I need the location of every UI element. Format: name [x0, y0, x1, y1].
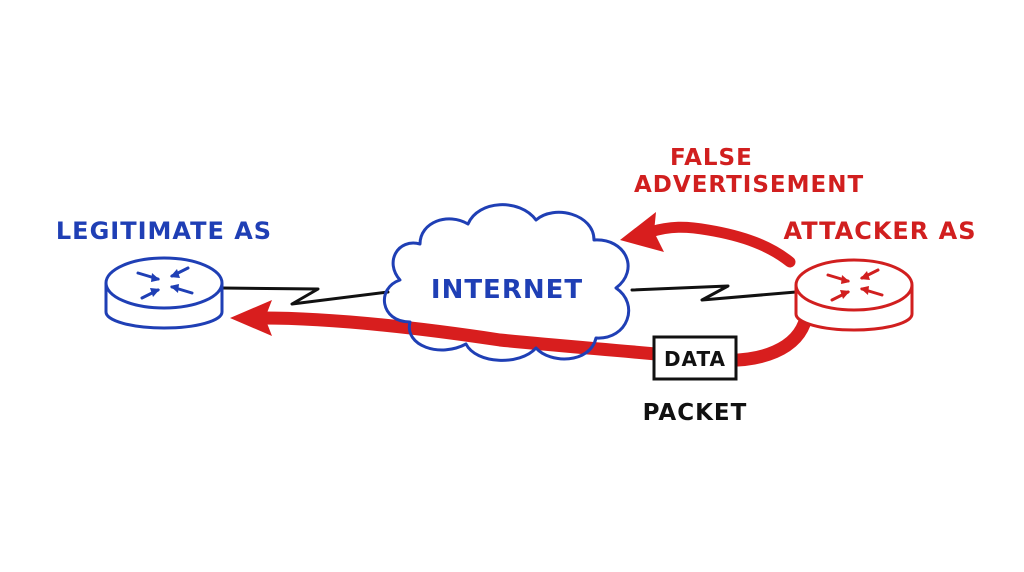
attacker-router: ATTACKER AS — [783, 217, 976, 332]
arrowhead-left-icon — [620, 212, 664, 252]
cloud-icon — [383, 203, 631, 362]
packet-label: PACKET — [643, 400, 748, 426]
false-advertisement-line1: FALSE — [670, 145, 753, 171]
data-packet: DATA PACKET — [643, 335, 748, 426]
data-label: DATA — [664, 347, 726, 371]
packet-box — [652, 335, 738, 381]
false-advertisement-arrow: FALSE ADVERTISEMENT — [620, 145, 864, 268]
internet-cloud: INTERNET — [383, 203, 631, 362]
arrowhead-left-icon — [230, 300, 272, 336]
link-legitimate-to-internet — [220, 286, 390, 306]
internet-label: INTERNET — [431, 275, 583, 305]
hijacked-traffic-arrow — [230, 300, 813, 367]
router-icon — [794, 258, 914, 332]
attacker-as-label: ATTACKER AS — [783, 217, 976, 245]
legitimate-router: LEGITIMATE AS — [56, 217, 272, 330]
link-internet-to-attacker — [630, 284, 798, 302]
false-advertisement-line2: ADVERTISEMENT — [634, 172, 864, 198]
legitimate-as-label: LEGITIMATE AS — [56, 217, 272, 245]
router-icon — [104, 256, 224, 330]
